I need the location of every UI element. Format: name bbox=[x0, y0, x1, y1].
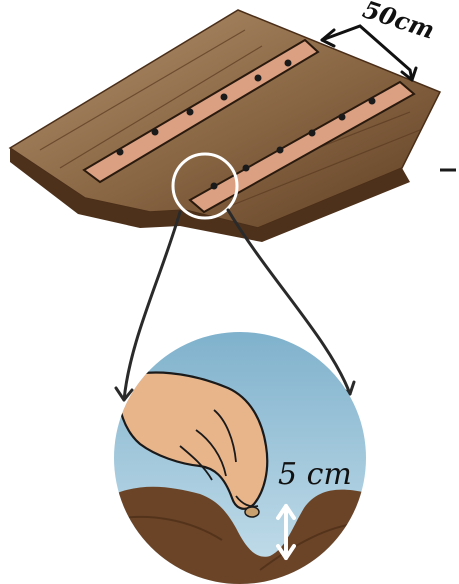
seed-dot-icon bbox=[339, 114, 346, 121]
seed-dot-icon bbox=[309, 130, 316, 137]
seed-dot-icon bbox=[187, 109, 194, 116]
soil-bed bbox=[10, 10, 456, 242]
seed-dot-icon bbox=[211, 183, 218, 190]
seed-dot-icon bbox=[152, 129, 159, 136]
seed-dot-icon bbox=[369, 98, 376, 105]
seed-dot-icon bbox=[285, 60, 292, 67]
row-spacing-label: 50cm bbox=[359, 0, 438, 45]
seed-dot-icon bbox=[117, 149, 124, 156]
zoom-view: 5 cm bbox=[110, 330, 372, 584]
seed-dot-icon bbox=[243, 165, 250, 172]
seed-icon bbox=[245, 507, 259, 517]
seed-dot-icon bbox=[255, 75, 262, 82]
seed-dot-icon bbox=[221, 94, 228, 101]
sowing-depth-label: 5 cm bbox=[278, 457, 352, 492]
seed-dot-icon bbox=[277, 147, 284, 154]
